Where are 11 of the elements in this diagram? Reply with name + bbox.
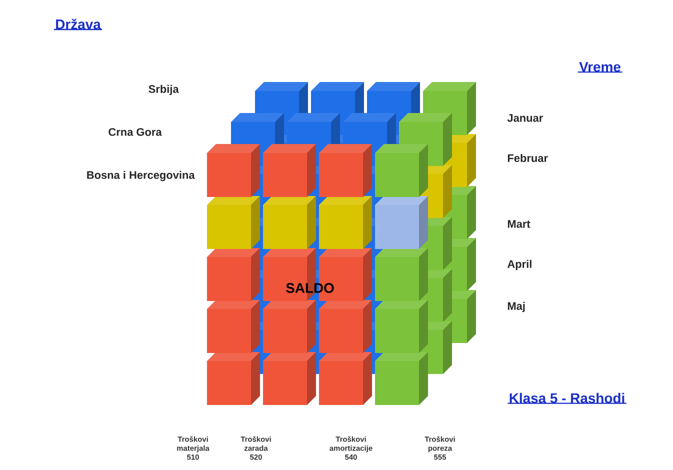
heading-link: Vreme bbox=[578, 62, 622, 73]
axis-label: Mart bbox=[508, 220, 530, 228]
axis-label: Bosna i Hercegovina bbox=[87, 170, 195, 182]
axis-label: Crna Gora bbox=[108, 128, 162, 136]
axis-label: April bbox=[507, 260, 532, 270]
axis-label: Srbija bbox=[148, 84, 179, 96]
heading-link: Klasa 5 - Rashodi bbox=[508, 392, 626, 404]
axis-label: Maj bbox=[508, 302, 525, 312]
heading-link: Država bbox=[54, 18, 102, 30]
axis-label: Januar bbox=[507, 114, 543, 122]
axis-label: Februar bbox=[508, 154, 548, 162]
